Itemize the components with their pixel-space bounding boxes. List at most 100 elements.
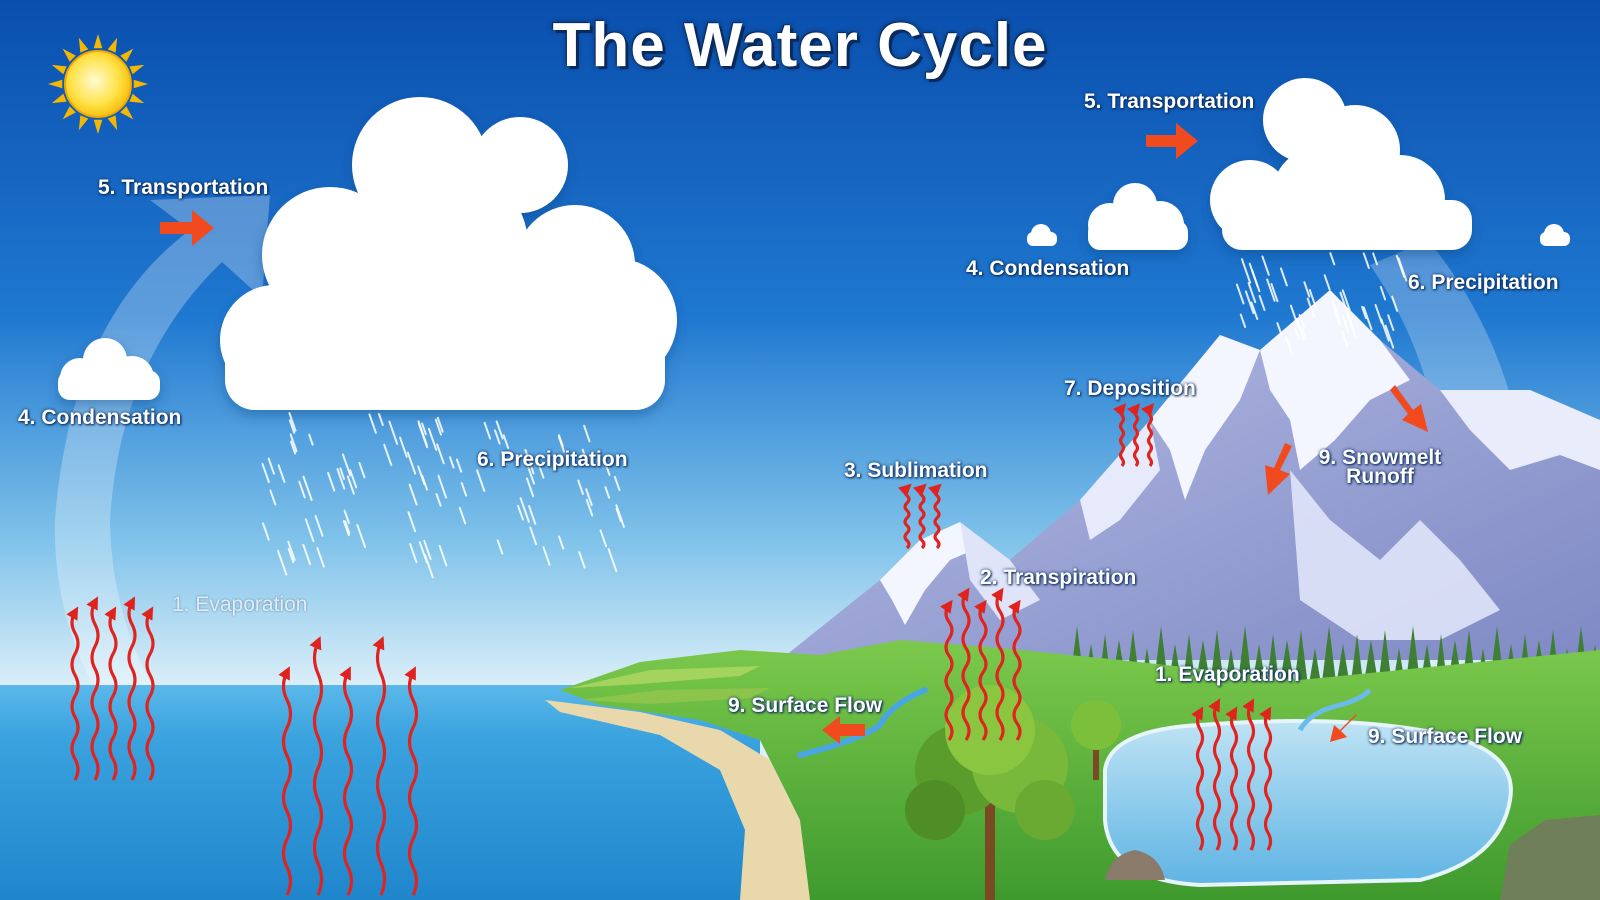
rain-drop <box>604 486 611 499</box>
rain-drop <box>289 433 298 453</box>
rain-drop <box>581 448 588 462</box>
label-surface-flow-right: 9. Surface Flow <box>1368 725 1523 748</box>
sun-ray <box>62 48 76 62</box>
rocks <box>1105 850 1165 880</box>
rain-drop <box>537 461 545 479</box>
evaporation-arrows-ocean <box>278 636 419 896</box>
rain-drop <box>288 412 297 432</box>
rain-drop <box>577 479 584 495</box>
rain-drop <box>437 474 448 499</box>
rain-drop <box>302 475 313 502</box>
rain-drop <box>557 435 566 453</box>
sun-ray <box>107 115 118 131</box>
sun-ray <box>129 64 145 75</box>
rain-drop <box>304 518 315 543</box>
surface-flow-arrow-right <box>1330 714 1357 742</box>
rain-drop <box>1362 252 1370 269</box>
rain-drop <box>1374 303 1383 324</box>
rain-drop <box>349 469 358 489</box>
rain-drop <box>287 547 295 564</box>
rain-drop <box>434 418 443 436</box>
rain-drop <box>1339 291 1349 315</box>
rain-drop <box>368 413 377 434</box>
wavy-arrow <box>123 596 137 781</box>
rain-drop <box>336 468 346 490</box>
rain-drop <box>583 424 591 443</box>
rain-drop <box>1235 283 1245 305</box>
rain-drop <box>1362 306 1373 331</box>
snowmelt-arrow <box>1390 385 1428 432</box>
rain-drop <box>1285 336 1294 356</box>
rain-drop <box>1270 283 1279 303</box>
rain-drop <box>1244 290 1255 315</box>
rain-drop <box>517 504 524 521</box>
cloud-tiny-right <box>1027 224 1057 246</box>
rain-drop <box>455 458 463 473</box>
rain-drop <box>1384 324 1395 349</box>
rain-drop <box>378 413 384 426</box>
cloud-small-left <box>58 338 160 400</box>
sun-ray <box>133 79 148 89</box>
wavy-arrow <box>940 599 954 741</box>
pine-tree <box>1266 634 1280 690</box>
rain-drop <box>383 443 393 467</box>
cloud-large-left <box>220 97 677 410</box>
rain-drop <box>342 519 350 537</box>
wavy-arrow <box>1112 403 1127 468</box>
rain-drop <box>1240 258 1252 284</box>
rain-drop <box>298 480 306 499</box>
field-stripe <box>570 666 760 688</box>
rain-drop <box>417 465 426 486</box>
wavy-arrow <box>104 606 118 781</box>
sun-ray <box>62 106 76 120</box>
rain-left <box>261 412 625 579</box>
sun-ray <box>78 37 89 53</box>
rain-drop <box>406 451 417 475</box>
pine-tree <box>1322 626 1336 682</box>
cloud-large-right <box>1210 78 1472 250</box>
sun-ray <box>107 37 118 53</box>
cloud-tiny-far-right <box>1540 224 1570 246</box>
rain-drop <box>1323 274 1331 291</box>
rain-drop <box>343 509 350 525</box>
rain-drop <box>417 420 428 446</box>
mountain-range <box>780 290 1600 660</box>
wavy-arrow <box>912 483 927 550</box>
wavy-arrow <box>991 587 1005 741</box>
rain-drop <box>1333 309 1341 326</box>
label-transportation-right: 5. Transportation <box>1084 90 1255 113</box>
pine-tree <box>1238 626 1252 682</box>
sun-ray <box>129 93 145 104</box>
rain-drop <box>308 433 314 446</box>
sun-icon <box>48 34 148 134</box>
wavy-arrow <box>339 666 354 896</box>
rain-drop <box>1361 305 1368 320</box>
rain-drop <box>585 498 594 517</box>
rain-drop <box>407 511 417 533</box>
evaporation-arrows-left <box>66 596 155 781</box>
rain-drop <box>1248 262 1259 288</box>
rain-drop <box>458 506 467 525</box>
rain-drop <box>1391 295 1399 312</box>
rain-drop <box>316 547 325 568</box>
rain-drop <box>435 493 442 507</box>
rain-drop <box>1298 313 1306 330</box>
snowmelt-arrow <box>1265 443 1292 495</box>
wavy-arrow <box>897 483 912 550</box>
rain-drop <box>261 462 270 484</box>
rain-drop <box>288 419 296 434</box>
rain-drop <box>542 546 551 566</box>
rain-drop <box>1239 313 1247 329</box>
rain-drop <box>1276 322 1283 336</box>
wavy-arrow <box>278 666 293 896</box>
rain-drop <box>314 515 324 537</box>
rain-drop <box>346 475 355 495</box>
rain-drop <box>438 544 448 567</box>
rain-drop <box>494 429 501 445</box>
stream <box>1297 688 1372 732</box>
transport-arrow-right <box>1146 123 1198 159</box>
rain-drop <box>585 488 593 507</box>
rain-drop <box>277 464 286 483</box>
sun-ray <box>120 106 134 120</box>
